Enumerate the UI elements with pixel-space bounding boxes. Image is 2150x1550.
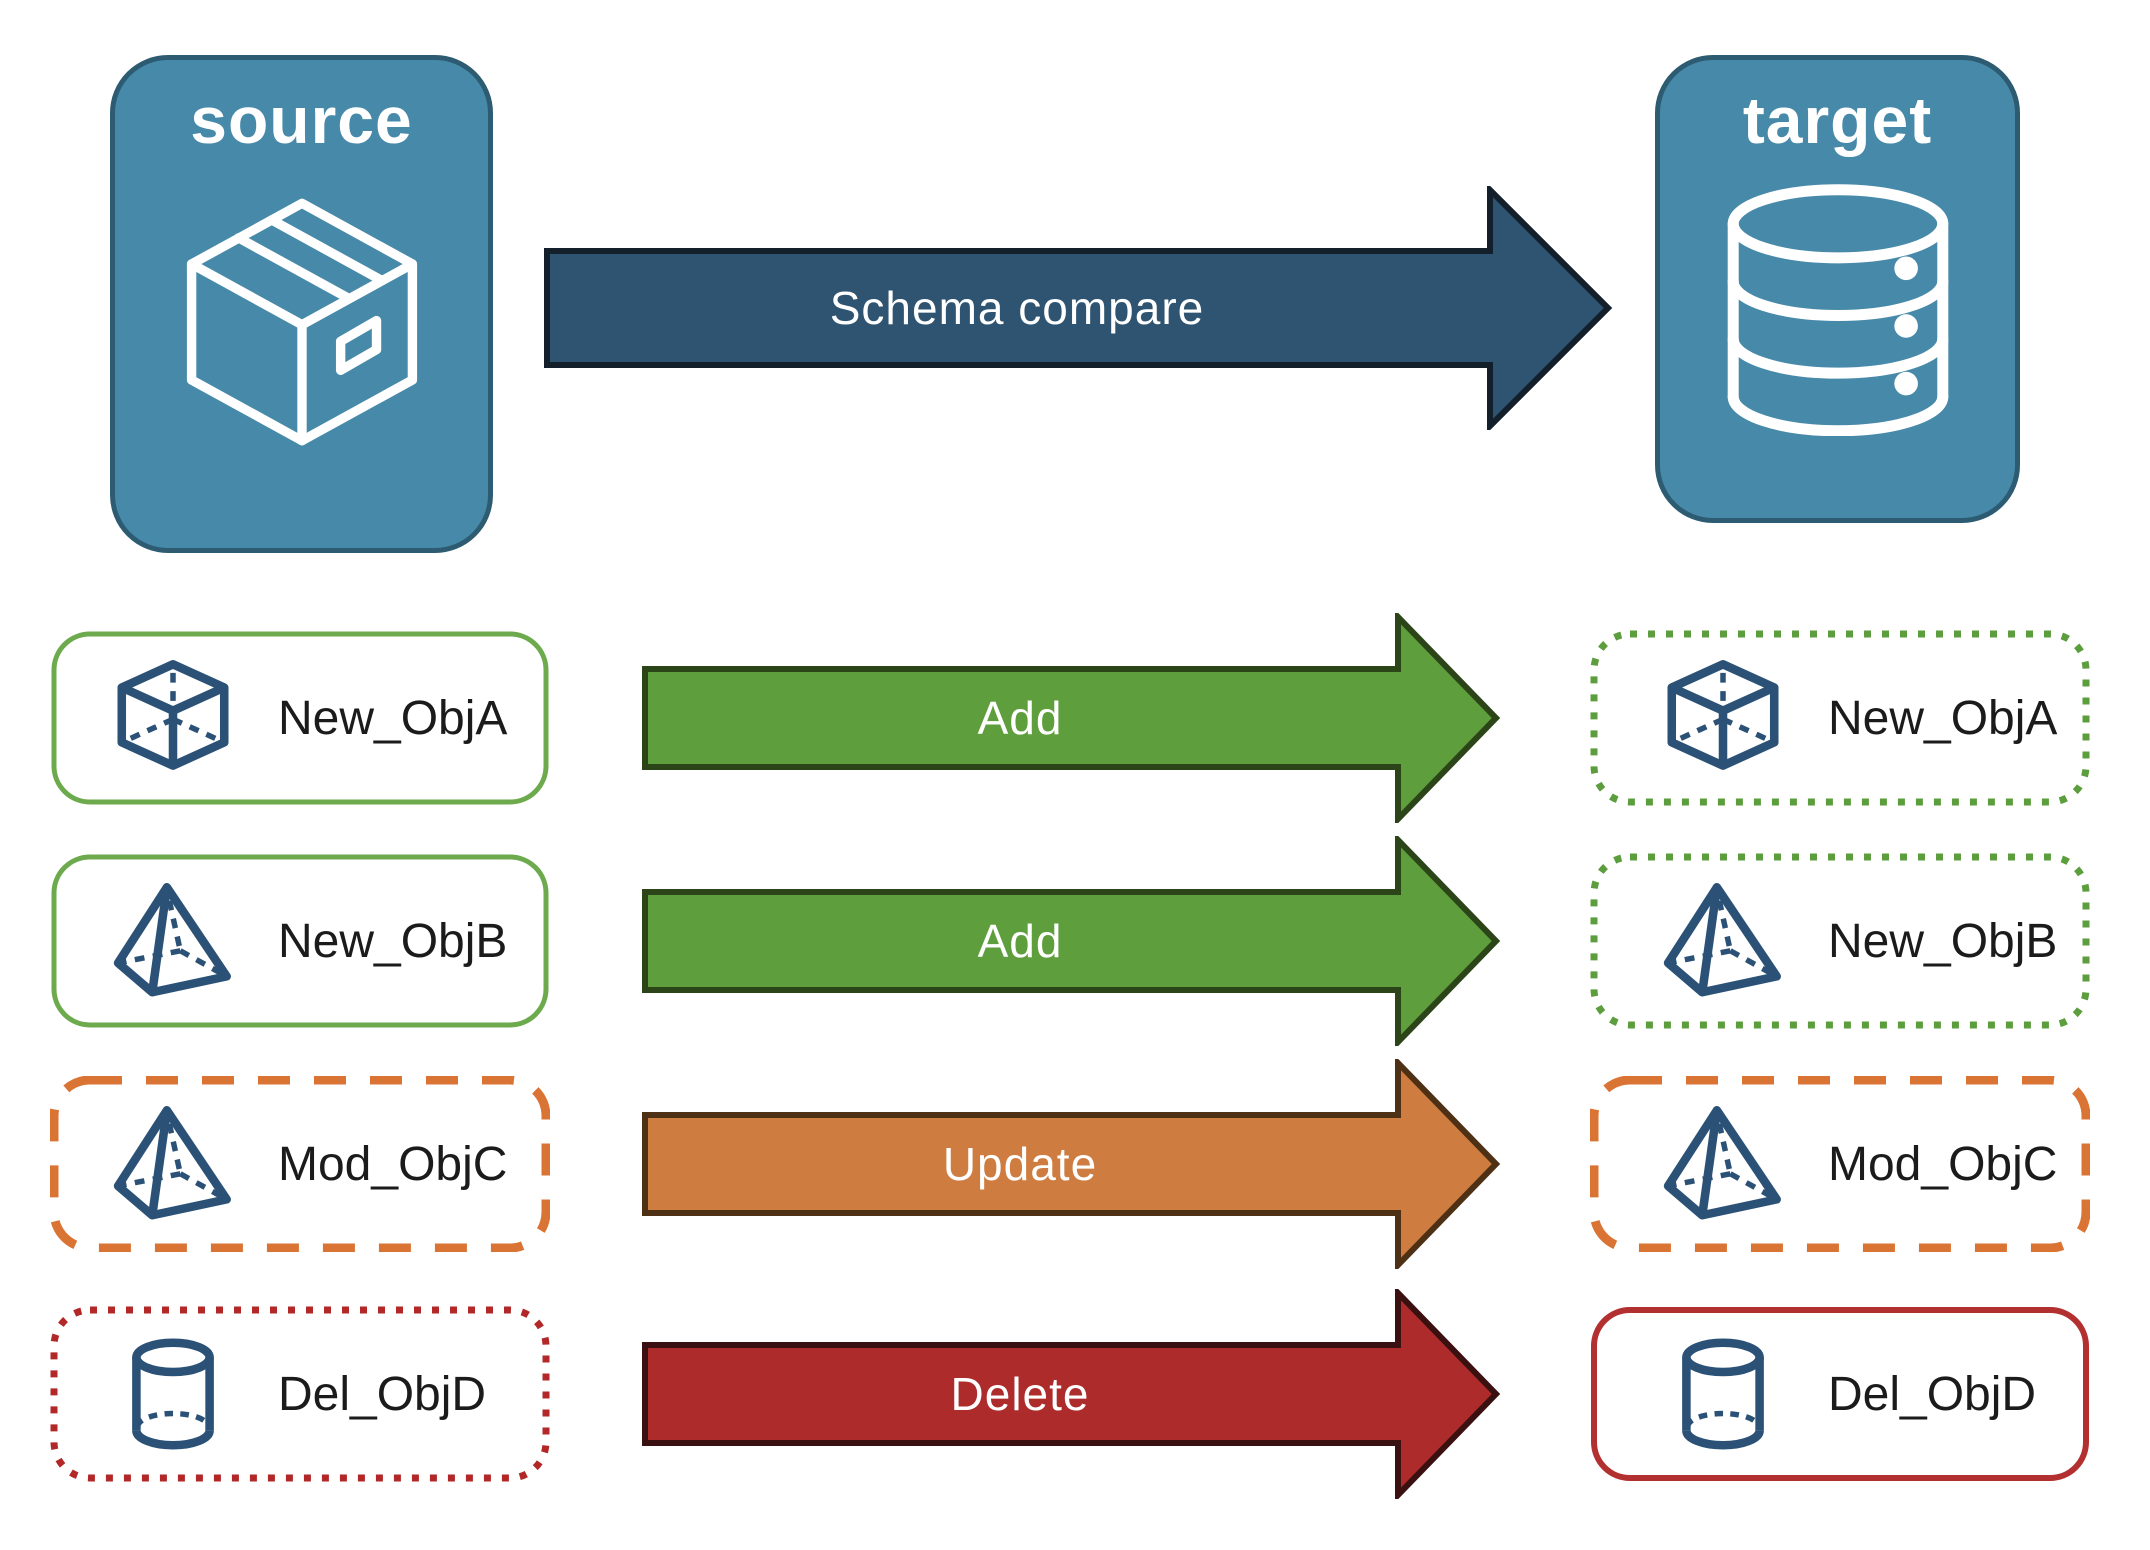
- target-label: target: [1742, 83, 1933, 157]
- card-border: [51, 631, 549, 805]
- right-arrow-shape: [642, 613, 1501, 823]
- arrow-label: Delete: [950, 1368, 1090, 1420]
- object-label: New_ObjB: [278, 914, 508, 968]
- database-icon: [1707, 174, 1969, 436]
- object-label: Mod_ObjC: [1828, 1137, 2058, 1191]
- object-label: Del_ObjD: [278, 1367, 487, 1421]
- target-object-card: Del_ObjD: [1590, 1306, 2090, 1482]
- arrow-label: Add: [977, 915, 1063, 967]
- pyramid-icon: [1662, 880, 1784, 1002]
- right-arrow-shape: [642, 1059, 1501, 1269]
- right-arrow-shape: [642, 836, 1501, 1046]
- package-icon: [164, 184, 440, 460]
- card-border: [51, 854, 549, 1028]
- target-object-card: New_ObjB: [1590, 853, 2090, 1029]
- card-border: [1590, 1076, 2090, 1252]
- card-border: [1591, 1307, 2089, 1481]
- schema-compare-arrow-label: Schema compare: [829, 282, 1205, 334]
- target-object-card: New_ObjA: [1590, 630, 2090, 806]
- schema-compare-arrow: Schema compare: [544, 186, 1614, 430]
- card-border: [1590, 630, 2090, 806]
- card-border: [50, 1306, 550, 1482]
- object-label: New_ObjA: [1828, 691, 2058, 745]
- object-label: New_ObjA: [278, 691, 508, 745]
- pyramid-icon: [1662, 1103, 1784, 1225]
- cube-icon: [1662, 657, 1784, 779]
- source-object-card: New_ObjB: [50, 853, 550, 1029]
- arrow-label: Update: [942, 1138, 1098, 1190]
- update-arrow: Update: [642, 1059, 1502, 1269]
- source-node: source: [110, 55, 493, 553]
- pyramid-icon: [112, 1103, 234, 1225]
- source-object-card: New_ObjA: [50, 630, 550, 806]
- arrow-label: Add: [977, 692, 1063, 744]
- source-object-card: Del_ObjD: [50, 1306, 550, 1482]
- cylinder-icon: [1662, 1333, 1784, 1455]
- object-label: Del_ObjD: [1828, 1367, 2037, 1421]
- card-border: [1590, 853, 2090, 1029]
- right-arrow-shape: [642, 1289, 1501, 1499]
- object-label: Mod_ObjC: [278, 1137, 508, 1191]
- object-label: New_ObjB: [1828, 914, 2058, 968]
- cube-icon: [112, 657, 234, 779]
- target-object-card: Mod_ObjC: [1590, 1076, 2090, 1252]
- source-label: source: [190, 83, 413, 157]
- right-arrow-shape: [544, 186, 1613, 430]
- pyramid-icon: [112, 880, 234, 1002]
- card-border: [50, 1076, 550, 1252]
- source-object-card: Mod_ObjC: [50, 1076, 550, 1252]
- cylinder-icon: [112, 1333, 234, 1455]
- target-node: target: [1655, 55, 2020, 523]
- add-arrow: Add: [642, 613, 1502, 823]
- add-arrow: Add: [642, 836, 1502, 1046]
- delete-arrow: Delete: [642, 1289, 1502, 1499]
